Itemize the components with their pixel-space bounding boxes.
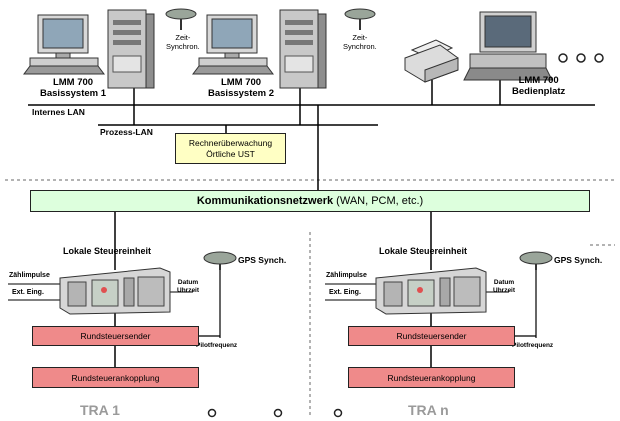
tran-local-unit-label: Lokale Steuereinheit [379,246,468,256]
tran-transmitter-box: Rundsteuersender [348,326,515,346]
printer-icon [404,39,459,83]
tra1-local-unit-label: Lokale Steuereinheit [63,246,152,256]
more-stations-dot-2 [273,408,283,418]
tra1-transmitter-box: Rundsteuersender [32,326,199,346]
more-stations-dots [558,53,604,63]
more-stations-dot-3 [333,408,343,418]
tran-gps-antenna-icon [519,251,553,270]
process-lan-label: Prozess-LAN [100,127,153,137]
time-sync-1-label: Zeit-Synchron. [166,33,200,51]
tran-name: TRA n [408,402,449,418]
operator-workstation-icon [463,11,553,81]
time-sync-antenna-icon-2 [344,8,376,30]
server-icon-1 [107,9,155,89]
internal-lan-label: Internes LAN [32,107,85,117]
server-icon-2 [279,9,327,89]
tran-gps-label: GPS Synch. [554,255,603,265]
network-title: Kommunikationsnetzwerk [196,195,334,207]
tra1-gps-antenna-icon [203,251,237,270]
tra1-control-unit-icon [59,267,171,315]
tra1-pulse-label: Zählimpulse [9,272,50,279]
time-sync-antenna-icon-1 [165,8,197,30]
tra1-ext-label: Ext. Eing. [12,289,44,296]
communication-network-box: Kommunikationsnetzwerk (WAN, PCM, etc.) [30,190,590,212]
workstation-icon-2 [192,14,274,75]
tra1-gps-label: GPS Synch. [238,255,287,265]
time-sync-2-label: Zeit-Synchron. [343,33,377,51]
tran-pilot-label: Pilotfrequenz [512,342,554,349]
tran-coupling-box: Rundsteuerankopplung [348,367,515,388]
tran-ext-label: Ext. Eing. [329,289,361,296]
tra1-pilot-label: Pilotfrequenz [196,342,238,349]
workstation-icon-1 [23,14,105,75]
tran-control-unit-icon [375,267,487,315]
tra1-name: TRA 1 [80,402,120,418]
network-subtitle: (WAN, PCM, etc.) [333,195,424,207]
tran-pulse-label: Zählimpulse [326,272,367,279]
tra1-coupling-box: Rundsteuerankopplung [32,367,199,388]
more-stations-dot-1 [207,408,217,418]
